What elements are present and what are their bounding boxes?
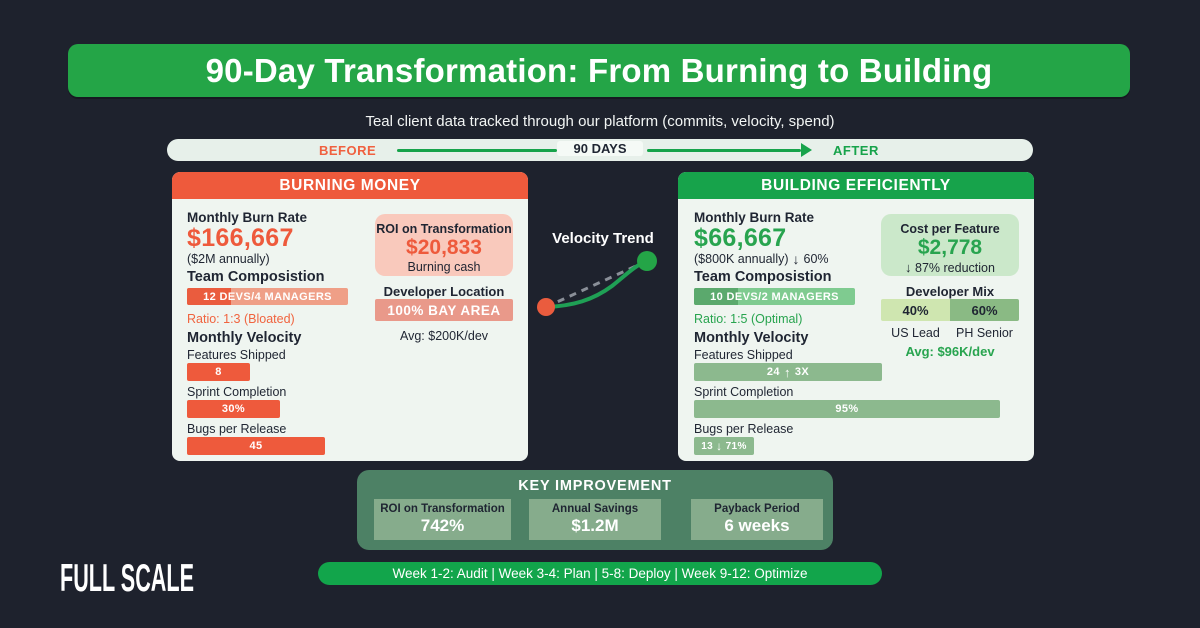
features-shipped-bar: 24 ↑ 3X [694,363,882,381]
ratio-label: Ratio: 1:5 (Optimal) [694,312,803,326]
burn-rate-value: $66,667 [694,224,787,252]
arrow-down-icon: ↓ [905,260,912,275]
burn-rate-subrow: ($800K annually) ↓ 60% [694,251,829,267]
developer-location-label: Developer Location [383,284,505,299]
mix-legend-row: US Lead PH Senior [881,326,1019,340]
developer-mix-label: Developer Mix [905,284,995,299]
features-shipped-label: Features Shipped [187,348,286,362]
subtitle: Teal client data tracked through our pla… [365,113,835,130]
key-improvement-roi: ROI on Transformation 742% [374,499,511,540]
key-savings-label: Annual Savings [551,503,639,515]
ninety-days-label: 90 DAYS [557,141,643,156]
building-efficiently-card: BUILDING EFFICIENTLY Monthly Burn Rate $… [678,172,1034,461]
full-scale-logo: FULL SCALE [60,556,194,600]
bugs-per-release-label: Bugs per Release [694,422,794,436]
developer-location-bar: 100% BAY AREA [375,299,513,321]
features-value: 24 [766,366,780,378]
features-shipped-bar: 8 [187,363,250,381]
team-composition-label: Team Composistion [694,269,832,285]
key-improvement-savings: Annual Savings $1.2M [529,499,661,540]
sprint-completion-label: Sprint Completion [187,385,287,399]
burn-rate-subtext: ($800K annually) [694,252,789,266]
monthly-velocity-label: Monthly Velocity [694,330,809,346]
team-bar-dark-segment [694,288,738,305]
velocity-trend-title: Velocity Trend [552,230,654,247]
cost-subtext: 87% reduction [915,261,995,275]
burn-rate-label: Monthly Burn Rate [187,210,307,225]
key-roi-value: 742% [420,516,465,535]
page-title: 90-Day Transformation: From Burning to B… [205,51,993,89]
mix-right-segment: 60% [950,299,1019,321]
burn-rate-label: Monthly Burn Rate [694,210,814,225]
mix-right-label: PH Senior [956,326,1013,340]
avg-cost-label: Avg: $200K/dev [399,329,489,343]
burn-rate-subtext: ($2M annually) [187,252,270,266]
before-dot-icon [537,298,555,316]
key-roi-label: ROI on Transformation [380,503,505,515]
timeline-line-right [647,149,801,152]
burning-money-card: BURNING MONEY Monthly Burn Rate $166,667… [172,172,528,461]
team-composition-bar: 12 DEVS/4 MANAGERS [187,288,348,305]
roi-value: $20,833 [406,236,482,259]
week-schedule-pill: Week 1-2: Audit | Week 3-4: Plan | 5-8: … [318,562,882,585]
key-payback-label: Payback Period [714,503,800,515]
after-label: AFTER [833,143,879,158]
cost-label: Cost per Feature [900,222,1000,236]
burn-rate-change: 60% [803,252,829,266]
cost-value: $2,778 [917,236,983,259]
sprint-completion-bar: 30% [187,400,280,418]
bugs-per-release-bar: 13 ↓ 71% [694,437,754,455]
features-shipped-label: Features Shipped [694,348,793,362]
timeline-line-left [397,149,557,152]
team-bar-dark-segment [187,288,231,305]
reference-dashed-line [545,259,648,309]
ratio-label: Ratio: 1:3 (Bloated) [187,312,295,326]
before-label: BEFORE [319,143,377,158]
key-payback-value: 6 weeks [724,516,790,535]
arrow-down-icon: ↓ [716,439,723,453]
cost-subrow: ↓ 87% reduction [881,260,1019,275]
sprint-completion-bar: 95% [694,400,1000,418]
bugs-per-release-label: Bugs per Release [187,422,287,436]
key-improvement-panel: KEY IMPROVEMENT ROI on Transformation 74… [357,470,833,550]
cost-per-feature-box: Cost per Feature $2,778 ↓ 87% reduction [881,214,1019,276]
roi-subtext: Burning cash [407,260,481,274]
sprint-completion-label: Sprint Completion [694,385,794,399]
roi-box: ROI on Transformation $20,833 Burning ca… [375,214,513,276]
bugs-per-release-bar: 45 [187,437,325,455]
building-efficiently-header: BUILDING EFFICIENTLY [678,172,1034,199]
team-bar-text: 10 DEVS/2 MANAGERS [710,290,839,303]
developer-mix-bar: 40% 60% [881,299,1019,321]
key-savings-value: $1.2M [571,516,619,535]
arrow-up-icon: ↑ [783,364,791,380]
burning-money-header: BURNING MONEY [172,172,528,199]
mix-left-segment: 40% [881,299,950,321]
key-improvement-payback: Payback Period 6 weeks [691,499,823,540]
team-composition-label: Team Composistion [187,269,325,285]
team-composition-bar: 10 DEVS/2 MANAGERS [694,288,855,305]
velocity-trend-chart [537,251,657,316]
arrow-down-icon: ↓ [792,251,800,267]
monthly-velocity-label: Monthly Velocity [187,330,302,346]
burn-rate-value: $166,667 [187,224,294,252]
mix-left-label: US Lead [891,326,940,340]
key-improvement-title: KEY IMPROVEMENT [518,478,672,494]
velocity-curve [545,259,648,309]
after-dot-icon [637,251,657,271]
bugs-change: 71% [725,440,747,452]
title-banner: 90-Day Transformation: From Burning to B… [68,44,1130,97]
features-change: 3X [794,366,810,378]
arrow-right-icon [801,143,812,157]
roi-label: ROI on Transformation [376,222,512,236]
timeline-bar: BEFORE 90 DAYS AFTER [167,139,1033,161]
bugs-value: 13 [701,440,714,452]
team-bar-text: 12 DEVS/4 MANAGERS [203,290,332,303]
avg-cost-label: Avg: $96K/dev [905,344,995,359]
